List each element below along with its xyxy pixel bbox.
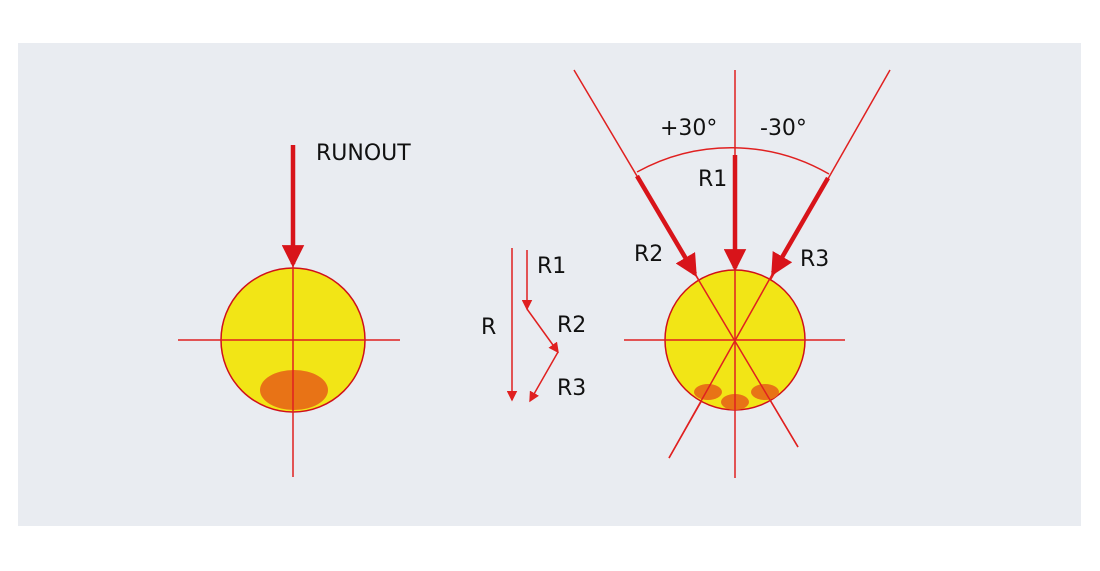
- vector-sum-figure: R R1 R2 R3: [481, 248, 586, 403]
- plus-30-line-over-disc: [694, 273, 799, 448]
- label-r3-middle: R3: [557, 376, 586, 401]
- label-r3-right: R3: [800, 247, 829, 272]
- minus-30-label: -30°: [760, 116, 807, 141]
- single-runout-figure: RUNOUT: [178, 141, 411, 477]
- label-r1-middle: R1: [537, 254, 566, 279]
- right-imbalance-spot-left: [694, 384, 722, 400]
- plus-30-label: +30°: [660, 116, 717, 141]
- angle-arc: [636, 146, 830, 175]
- vector-r3: [529, 351, 559, 403]
- label-r1-right: R1: [698, 167, 727, 192]
- three-point-runout-figure: +30° -30° R1 R2 R3: [573, 69, 891, 478]
- background-panel: [18, 43, 1081, 526]
- label-r: R: [481, 315, 496, 340]
- r3-arrow: [771, 176, 830, 277]
- label-r2-right: R2: [634, 242, 663, 267]
- r2-arrow: [635, 174, 697, 278]
- minus-30-line-over-disc: [668, 272, 774, 459]
- left-imbalance-spot: [260, 370, 328, 410]
- vector-r2: [526, 308, 559, 354]
- runout-label: RUNOUT: [316, 141, 411, 166]
- label-r2-middle: R2: [557, 313, 586, 338]
